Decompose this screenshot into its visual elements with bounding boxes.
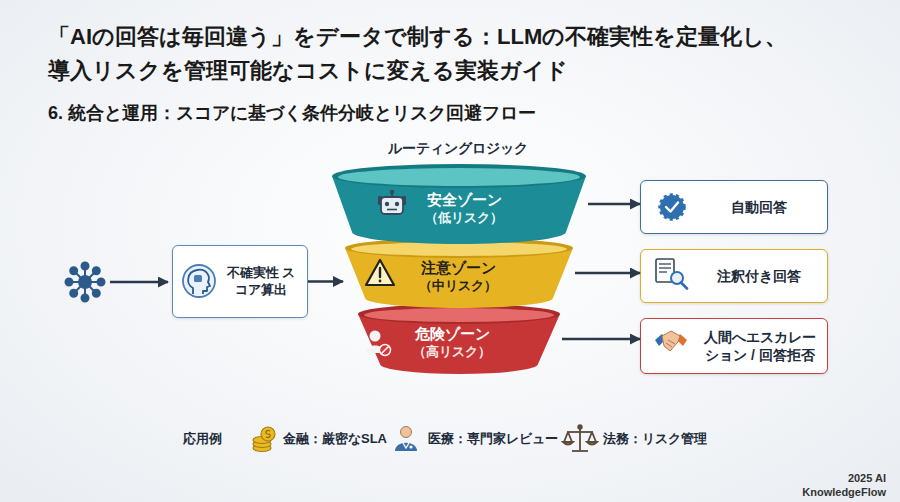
coin-icon (261, 427, 275, 441)
ai-head-icon (188, 270, 210, 294)
ai-head-icon (194, 275, 202, 282)
document-search-icon (659, 267, 671, 268)
check-badge-icon (660, 195, 684, 219)
coin-icon (266, 431, 270, 438)
node-title: 不確実性 スコア算出 (221, 265, 301, 299)
person-blocked-icon (380, 345, 391, 356)
check-badge-icon (660, 195, 684, 219)
robot-icon (381, 197, 403, 214)
robot-icon (395, 202, 399, 206)
network-icon (93, 267, 100, 274)
text-group: 安全ゾーン（低リスク） (402, 190, 526, 226)
robot-icon (387, 209, 397, 211)
check-badge-icon (666, 203, 678, 212)
doctor-icon (395, 443, 417, 451)
robot-icon (390, 190, 395, 195)
text-group: 人間へエスカレーション / 回答拒否 (703, 319, 817, 373)
network-icon (98, 279, 105, 286)
scale-icon (579, 427, 581, 450)
funnel-rim (345, 238, 573, 258)
funnel-top (338, 168, 580, 186)
scale-icon (563, 442, 573, 445)
document-search-icon (659, 271, 667, 272)
text-group: 注意ゾーン（中リスク） (401, 258, 515, 294)
doctor-icon (395, 427, 417, 452)
text-group: 自動回答 (701, 181, 817, 233)
doctor-icon (409, 445, 412, 448)
network-icon (82, 295, 89, 302)
ai-head-icon (183, 265, 215, 297)
node-title: 注意ゾーン (401, 258, 515, 278)
flow-arrow (308, 280, 343, 283)
ai-head-icon (183, 265, 215, 297)
scale-icon (587, 442, 597, 445)
person-blocked-icon (370, 331, 381, 342)
network-icon (70, 290, 77, 297)
network-icon (70, 267, 77, 274)
scale-icon (567, 431, 593, 433)
funnel-top (351, 242, 567, 256)
warning-icon (379, 268, 381, 277)
node-title: 自動回答 (701, 198, 817, 216)
diagram-title: 「AIの回答は毎回違う」をデータで制する：LLMの不確実性を定量化し、 導入リス… (48, 20, 796, 88)
scale-icon (578, 425, 582, 429)
scale-icon (592, 432, 596, 442)
funnel-rim (332, 164, 586, 188)
scale-icon (588, 432, 592, 442)
funnel-band-danger: 危険ゾーン（高リスク） (356, 302, 562, 376)
handshake-icon (668, 340, 675, 344)
example-item: 医療：専門家レビュー (428, 431, 573, 448)
network-icon (93, 290, 100, 297)
check-badge-icon (660, 195, 684, 219)
node-title: 安全ゾーン (402, 190, 526, 210)
scale-icon (568, 432, 572, 442)
node-title: 注釈付き回答 (701, 267, 817, 285)
example-item: 法務：リスク管理 (603, 431, 733, 448)
node-subtitle: （低リスク） (402, 210, 526, 227)
person-blocked-icon (382, 347, 389, 354)
section-heading: 6. 統合と運用：スコアに基づく条件分岐とリスク回避フロー (48, 102, 848, 125)
input-arrow (110, 281, 168, 284)
funnel-heading: ルーティングロジック (358, 139, 558, 157)
scale-icon (564, 432, 568, 442)
node-title: 人間へエスカレーション / 回答拒否 (703, 328, 817, 364)
example-item: 金融：厳密なSLA (283, 431, 403, 448)
robot-icon (385, 202, 389, 206)
doctor-icon (403, 443, 409, 448)
text-group: 注釈付き回答 (701, 250, 817, 302)
flow-arrow (562, 338, 640, 341)
text-group: 危険ゾーン（高リスク） (400, 324, 504, 360)
scale-icon (572, 450, 588, 452)
flow-arrow (575, 272, 640, 275)
warning-icon (379, 280, 382, 283)
node-title: 危険ゾーン (400, 324, 504, 344)
network-icon (66, 263, 105, 302)
coin-icon (253, 427, 275, 452)
text-group: 不確実性 スコア算出 (221, 246, 301, 317)
network-icon (66, 279, 73, 286)
doctor-icon (401, 427, 412, 438)
node-subtitle: （中リスク） (401, 278, 515, 295)
funnel-top (364, 308, 554, 322)
node-subtitle: （高リスク） (400, 344, 504, 361)
watermark: 2025 AI KnowledgeFlow (776, 471, 886, 500)
scale-icon (563, 425, 597, 451)
example-heading: 応用例 (183, 431, 243, 448)
document-search-icon (659, 263, 671, 264)
network-icon (79, 276, 91, 288)
funnel-rim (358, 304, 560, 324)
flow-arrow (588, 203, 640, 206)
funnel-band-safe: 安全ゾーン（低リスク） (330, 162, 588, 246)
network-icon (82, 263, 89, 270)
handshake-icon (666, 343, 672, 347)
